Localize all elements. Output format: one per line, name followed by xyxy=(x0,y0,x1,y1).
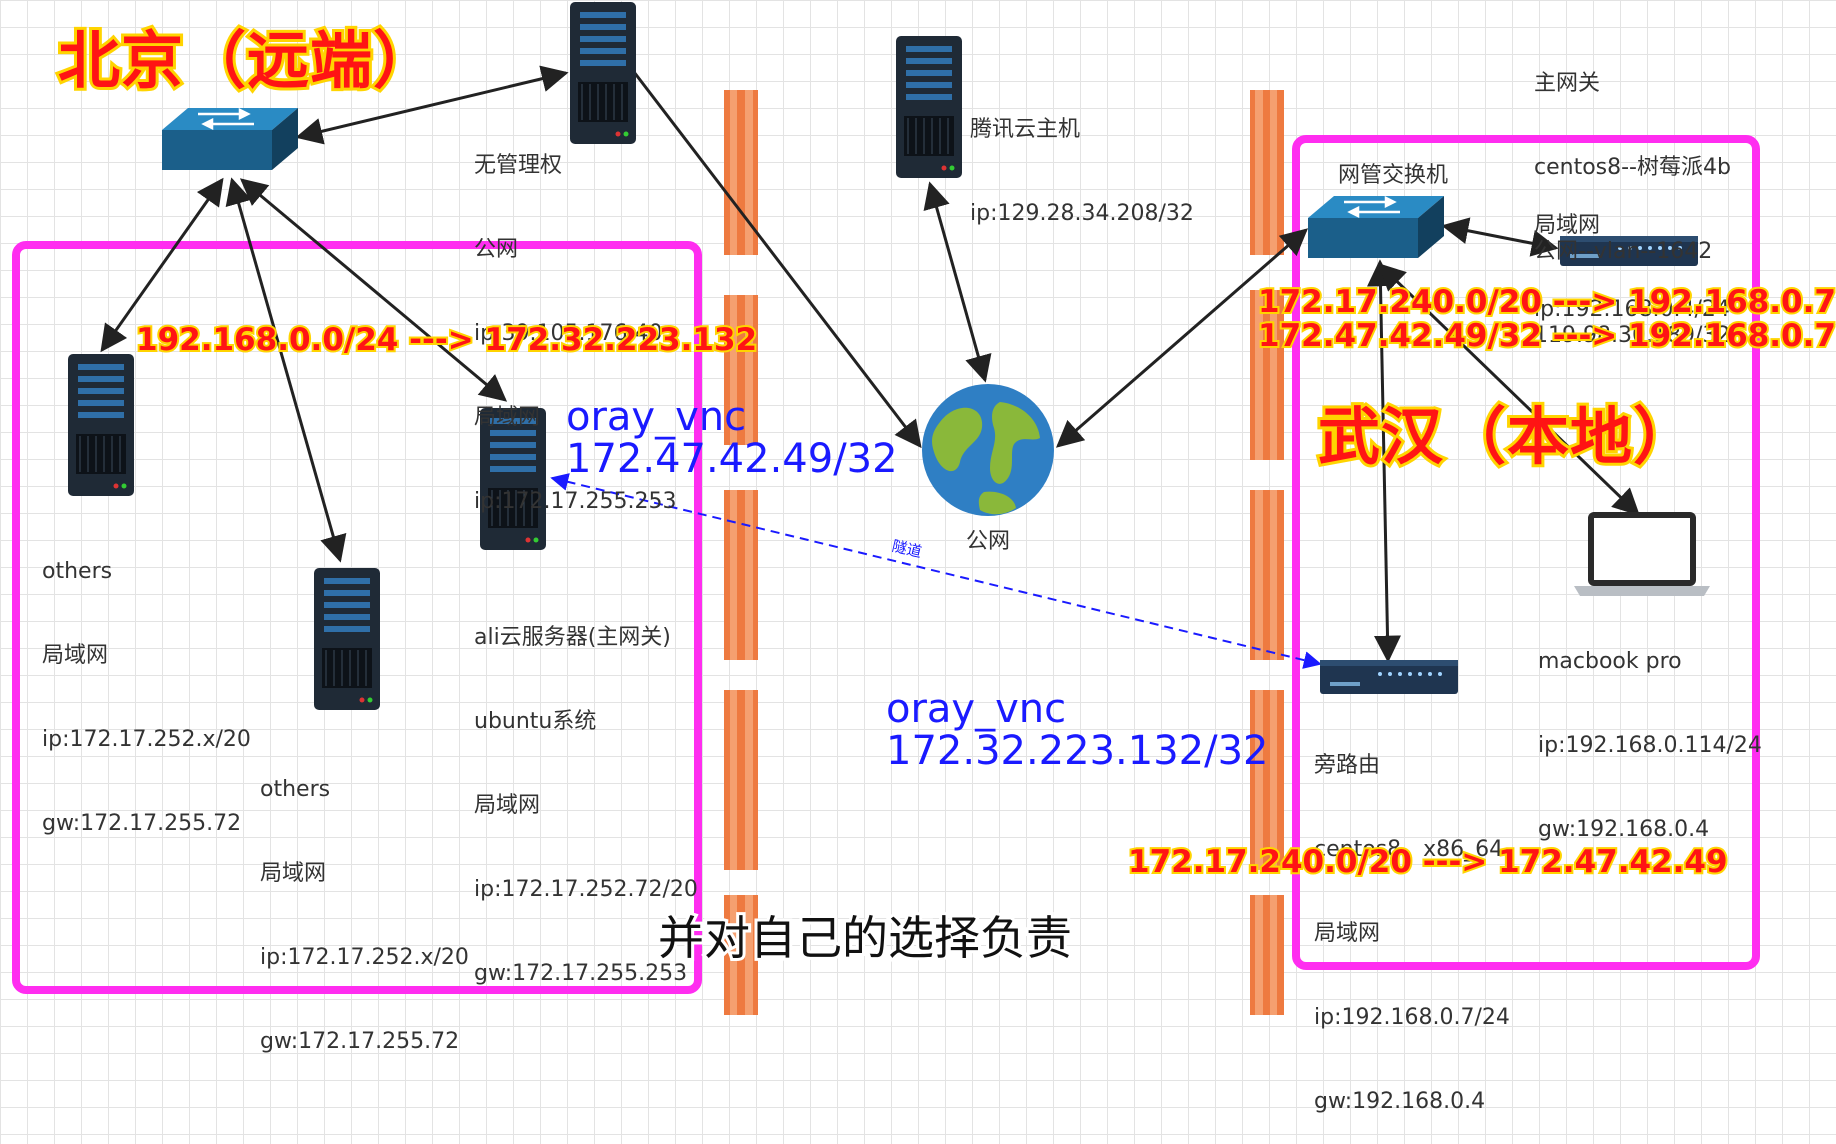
label-line: ali云服务器(主网关) xyxy=(474,625,671,650)
label-line: gw:192.168.0.4 xyxy=(1314,1089,1486,1114)
link-switch-others-left xyxy=(100,177,224,353)
others-bottom-label: others 局域网 ip:172.17.252.x/20 gw:172.17.… xyxy=(260,720,469,1084)
others-left-label: others 局域网 ip:172.17.252.x/20 gw:172.17.… xyxy=(42,502,251,866)
link-internet-gateway xyxy=(1055,228,1309,448)
wuhan-route-2: 172.47.42.49/32 ---> 192.168.0.7 xyxy=(1256,316,1836,356)
laptop-icon xyxy=(1574,512,1710,596)
label-line: 局域网 xyxy=(260,861,327,886)
label-line: 局域网 xyxy=(474,793,541,818)
ali-server-label: ali云服务器(主网关) ubuntu系统 局域网 ip:172.17.252.… xyxy=(474,568,698,1016)
globe-icon xyxy=(922,384,1054,516)
label-line: 旁路由 xyxy=(1314,753,1381,778)
main-gateway-label: 主网关 centos8--树莓派4b 公网--vlan--1642 119.98… xyxy=(1534,14,1731,378)
link-tencent-internet xyxy=(923,181,992,383)
beijing-title: 北京（远端） xyxy=(55,21,438,100)
label-line: gw:192.168.0.4 xyxy=(1538,817,1710,842)
server-icon xyxy=(68,354,134,496)
vnc-beijing-name: oray_vnc xyxy=(566,394,747,440)
label-line: 无管理权 xyxy=(474,153,563,178)
vnc-wuhan-name: oray_vnc xyxy=(886,686,1067,732)
firewall-icon-left xyxy=(724,90,758,1015)
tencent-label: 腾讯云主机 ip:129.28.34.208/32 xyxy=(970,60,1194,256)
server-icon xyxy=(570,2,636,144)
vnc-wuhan-ip: 172.32.223.132/32 xyxy=(886,728,1269,774)
wuhan-title: 武汉（本地） xyxy=(1315,397,1698,476)
label-line: others xyxy=(42,559,113,584)
side-router-label: 旁路由 centos8，x86_64 局域网 ip:192.168.0.7/24… xyxy=(1314,696,1510,1144)
label-line: 公网 xyxy=(474,237,519,262)
router-icon xyxy=(1560,236,1698,266)
switch-icon xyxy=(1308,195,1444,258)
label-line: 腾讯云主机 xyxy=(970,117,1081,142)
managed-switch-label: 网管交换机 xyxy=(1338,163,1449,188)
label-line: 局域网 xyxy=(474,405,541,430)
label-line: ip:172.17.252.x/20 xyxy=(42,727,251,752)
link-gateway-macbook xyxy=(1378,263,1640,516)
label-line: ip:192.168.0.7/24 xyxy=(1314,1005,1510,1030)
label-line: 公网--vlan--1642 xyxy=(1534,239,1713,264)
link-switch-ali xyxy=(239,178,508,402)
vnc-beijing-ip: 172.47.42.49/32 xyxy=(566,436,898,482)
diagram-canvas xyxy=(12,65,1760,1015)
server-icon xyxy=(480,408,546,550)
unmanaged-server-label: 无管理权 公网 ip:39.105.176.40 局域网 ip:172.17.2… xyxy=(474,96,676,544)
server-icon xyxy=(896,36,962,178)
tunnel-line xyxy=(550,473,1322,669)
internet-label: 公网 xyxy=(966,529,1011,554)
label-line: ip:172.17.252.72/20 xyxy=(474,877,698,902)
label-line: ip:172.17.255.253 xyxy=(474,489,677,514)
label-line: ip:129.28.34.208/32 xyxy=(970,201,1194,226)
label-line: macbook pro xyxy=(1538,649,1682,674)
label-line: 119.98.30.189/32 xyxy=(1534,323,1731,348)
label-line: ip:192.168.0.114/24 xyxy=(1538,733,1762,758)
label-line: gw:172.17.255.72 xyxy=(260,1029,460,1054)
macbook-label: macbook pro ip:192.168.0.114/24 gw:192.1… xyxy=(1538,592,1762,872)
side-router-route: 172.17.240.0/20 ---> 172.47.42.49 xyxy=(1126,842,1730,882)
beijing-route: 192.168.0.0/24 ---> 172.32.223.132 xyxy=(134,320,759,360)
link-switch-unmanaged xyxy=(295,65,569,145)
label-line: 局域网 xyxy=(1534,213,1601,238)
link-gateway-lanrouter xyxy=(1441,217,1559,257)
video-subtitle: 并对自己的选择负责 xyxy=(655,908,1075,968)
label-line: gw:172.17.255.72 xyxy=(42,811,242,836)
lan-router-label: 局域网 ip:192.168.0.4/24 xyxy=(1534,156,1730,352)
label-line: ip:172.17.252.x/20 xyxy=(260,945,469,970)
router-icon xyxy=(1320,660,1458,694)
label-line: 局域网 xyxy=(1314,921,1381,946)
label-line: 主网关 xyxy=(1534,71,1601,96)
label-line: others xyxy=(260,777,331,802)
wuhan-route-1: 172.17.240.0/20 ---> 192.168.0.7 xyxy=(1256,282,1836,322)
label-line: centos8，x86_64 xyxy=(1314,837,1504,862)
label-line: centos8--树莓派4b xyxy=(1534,155,1731,180)
label-line: gw:172.17.255.253 xyxy=(474,961,688,986)
label-line: ip:39.105.176.40 xyxy=(474,321,663,346)
label-line: ubuntu系统 xyxy=(474,709,597,734)
label-line: 局域网 xyxy=(42,643,109,668)
server-icon xyxy=(314,568,380,710)
link-unmanaged-internet xyxy=(632,71,922,449)
label-line: ip:192.168.0.4/24 xyxy=(1534,297,1730,322)
switch-icon xyxy=(162,107,298,170)
